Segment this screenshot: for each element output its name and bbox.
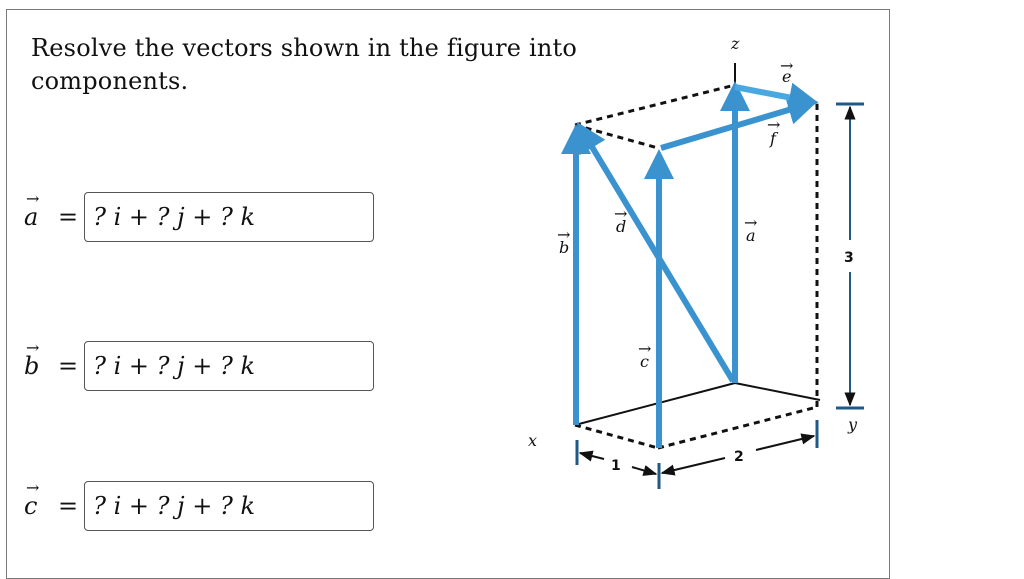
equals-sign: = (58, 203, 79, 231)
y-axis-line (734, 382, 821, 401)
vector-b-label: → b (24, 338, 58, 380)
dimension-height-label: 3 (844, 250, 854, 266)
equals-sign: = (58, 492, 79, 520)
vector-e-arrow (734, 82, 819, 113)
vector-c-fig-label: c (640, 352, 649, 371)
vector-c-name: c (24, 492, 38, 520)
answer-row-c: → c = ? i + ? j + ? k (24, 478, 375, 531)
vector-c-label: → c (24, 478, 58, 520)
answer-row-b: → b = ? i + ? j + ? k (24, 338, 375, 391)
vector-arrow-icon: → (26, 478, 40, 497)
vector-arrow-icon: → (557, 225, 570, 244)
vector-a-name: a (24, 203, 39, 231)
vector-a-fig-label: a (746, 226, 756, 245)
vector-b-fig-label: b (559, 238, 569, 257)
question-line-2: components. (31, 67, 189, 95)
dimension-base (575, 420, 819, 489)
vector-f-label: f (769, 129, 779, 148)
equals-sign: = (58, 352, 79, 380)
z-axis-label: z (730, 34, 740, 53)
answer-row-a: → a = ? i + ? j + ? k (24, 189, 375, 242)
vector-arrow-icon: → (614, 204, 627, 223)
vector-e-label: e (782, 67, 791, 86)
vector-arrow-icon: → (767, 115, 780, 134)
vector-arrow-icon: → (26, 338, 40, 357)
vector-arrow-icon: → (744, 213, 757, 232)
vector-lines (561, 81, 819, 448)
vector-arrow-icon: → (780, 56, 793, 75)
vector-d-label: d (616, 217, 626, 236)
question-text: Resolve the vectors shown in the figure … (31, 32, 591, 98)
dimension-height (836, 102, 864, 410)
vector-arrow-icon: → (26, 189, 40, 208)
y-axis-label: y (847, 415, 858, 434)
vector-a-label: → a (24, 189, 58, 231)
vector-a-answer-input[interactable]: ? i + ? j + ? k (84, 192, 375, 242)
vector-b-name: b (24, 352, 40, 380)
question-line-1: Resolve the vectors shown in the figure … (31, 34, 578, 62)
x-axis-label: x (528, 431, 537, 450)
vector-b-answer-input[interactable]: ? i + ? j + ? k (84, 341, 375, 391)
vector-c-answer-input[interactable]: ? i + ? j + ? k (84, 481, 375, 531)
x-axis-line (574, 382, 736, 426)
dimension-y-label: 2 (734, 449, 744, 465)
dimension-x-label: 1 (611, 458, 621, 474)
vector-arrow-icon: → (638, 339, 651, 358)
vector-d-arrow (576, 121, 736, 383)
